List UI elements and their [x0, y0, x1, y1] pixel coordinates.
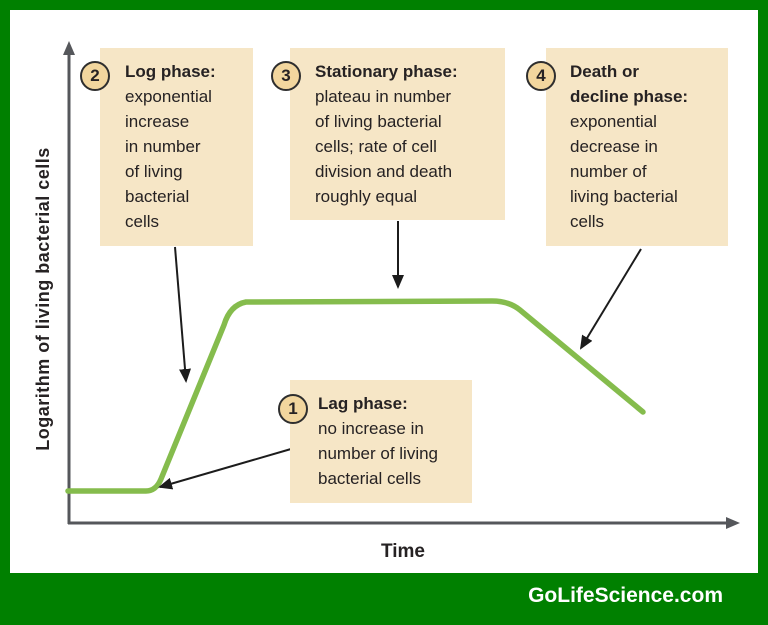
annotation-box-stationary-phase: Stationary phase: plateau in number of l… — [290, 48, 505, 220]
annotation-title: Stationary phase: — [315, 62, 458, 81]
annotation-body: exponential decrease in number of living… — [570, 112, 678, 231]
annotation-body: exponential increase in number of living… — [125, 87, 212, 231]
y-axis-label: Logarithm of living bacterial cells — [33, 147, 53, 451]
x-axis-label: Time — [380, 541, 425, 562]
phase-number-badge-stationary: 3 — [271, 61, 301, 91]
phase-number-badge-death: 4 — [526, 61, 556, 91]
annotation-box-lag-phase: Lag phase: no increase in number of livi… — [290, 380, 472, 503]
arrow-to-death-phase — [579, 248, 642, 350]
annotation-box-death-phase: Death or decline phase: exponential decr… — [546, 48, 728, 246]
x-axis-arrowhead-icon — [726, 517, 740, 529]
phase-number-badge-lag: 1 — [278, 394, 308, 424]
annotation-title: Lag phase: — [318, 394, 408, 413]
arrow-to-lag-phase — [158, 448, 292, 490]
bacterial-growth-curve — [65, 298, 646, 494]
annotation-body: plateau in number of living bacterial ce… — [315, 87, 453, 206]
annotation-box-log-phase: Log phase: exponential increase in numbe… — [100, 48, 253, 246]
arrow-to-log-phase — [174, 246, 191, 383]
site-watermark: GoLifeScience.com — [528, 584, 723, 607]
annotation-title: Death or decline phase: — [570, 62, 689, 106]
phase-number-badge-log: 2 — [80, 61, 110, 91]
annotation-body: no increase in number of living bacteria… — [318, 419, 439, 488]
annotation-title: Log phase: — [125, 62, 216, 81]
y-axis-arrowhead-icon — [63, 41, 75, 55]
